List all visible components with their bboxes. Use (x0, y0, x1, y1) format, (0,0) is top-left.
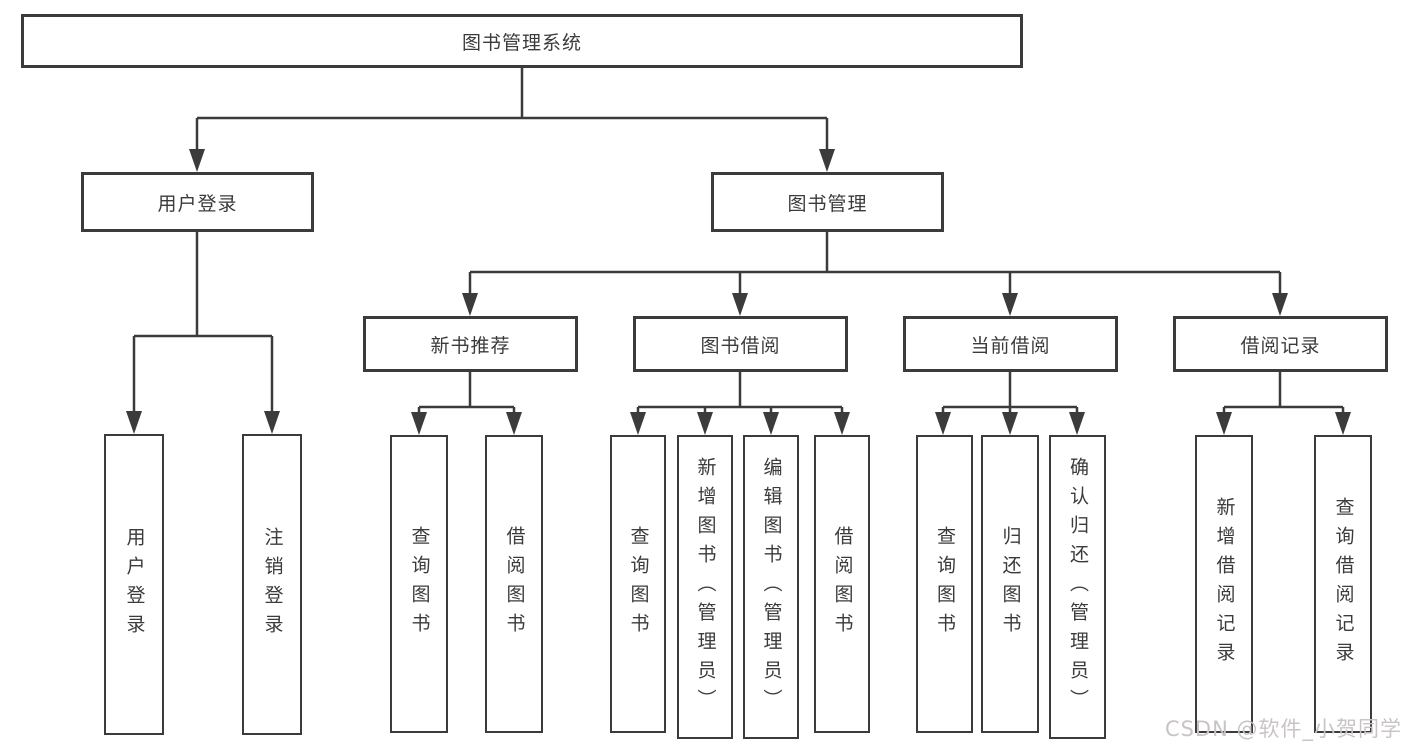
leaf-add-books-admin: 新增图书（管理员） (677, 435, 733, 739)
arrowheads (126, 149, 1351, 435)
node-borrow-record: 借阅记录 (1173, 316, 1388, 372)
node-current-borrow: 当前借阅 (903, 316, 1118, 372)
leaf-query-books-recommend: 查询图书 (390, 435, 448, 733)
leaf-query-books-borrow: 查询图书 (610, 435, 666, 733)
leaf-logout: 注销登录 (242, 434, 302, 735)
node-book-borrow: 图书借阅 (633, 316, 848, 372)
leaf-return-books: 归还图书 (981, 435, 1039, 733)
node-new-book-recommend: 新书推荐 (363, 316, 578, 372)
node-user-login-branch: 用户登录 (81, 172, 314, 232)
leaf-borrow-books: 借阅图书 (814, 435, 870, 733)
leaf-confirm-return-admin: 确认归还（管理员） (1049, 435, 1106, 739)
leaf-query-borrow-record: 查询借阅记录 (1314, 435, 1372, 733)
leaf-edit-books-admin: 编辑图书（管理员） (743, 435, 799, 739)
watermark: CSDN @软件_小贺同学 (1164, 717, 1402, 741)
leaf-user-login: 用户登录 (104, 434, 164, 735)
node-book-management: 图书管理 (711, 172, 944, 232)
node-root: 图书管理系统 (21, 14, 1023, 68)
leaf-add-borrow-record: 新增借阅记录 (1195, 435, 1253, 733)
leaf-query-books-current: 查询图书 (916, 435, 973, 733)
leaf-borrow-books-recommend: 借阅图书 (485, 435, 543, 733)
